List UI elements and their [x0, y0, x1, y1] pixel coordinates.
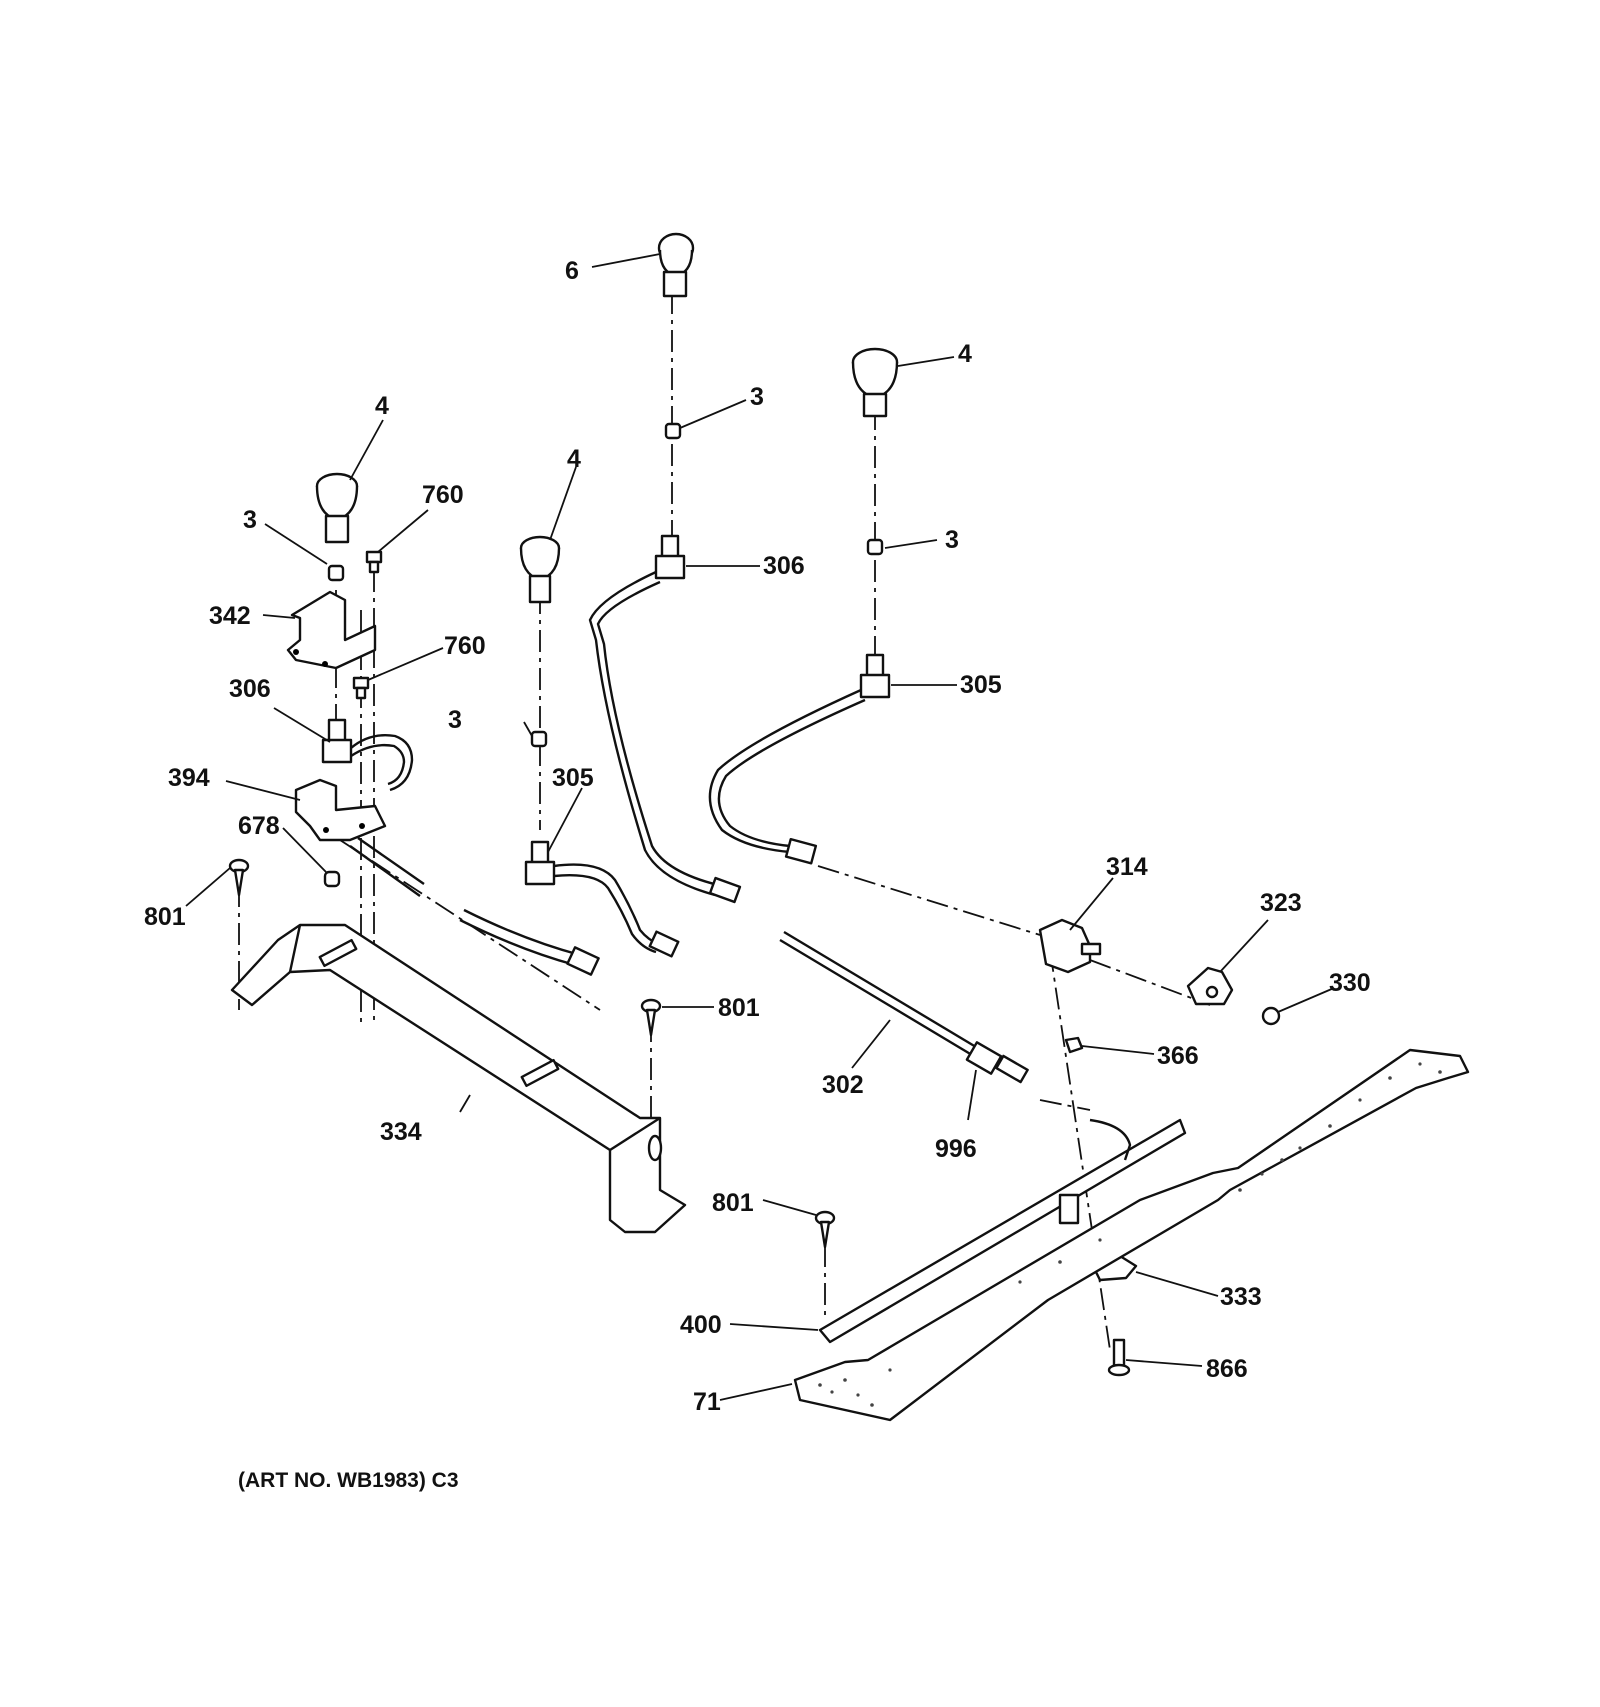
callout-342: 342 — [209, 602, 251, 630]
callout-760: 760 — [422, 481, 464, 509]
bracket-334 — [230, 923, 687, 1234]
callout-305: 305 — [552, 764, 594, 792]
callout-3: 3 — [945, 526, 959, 554]
tube-305-left — [524, 840, 680, 958]
screw-801-c — [814, 1210, 836, 1249]
screw-801-a — [228, 858, 250, 897]
callout-801: 801 — [144, 903, 186, 931]
callout-760: 760 — [444, 632, 486, 660]
callout-4: 4 — [375, 392, 389, 420]
callout-4: 4 — [567, 445, 581, 473]
callout-306: 306 — [763, 552, 805, 580]
callout-314: 314 — [1106, 853, 1148, 881]
tube-305-top — [708, 653, 891, 865]
screw-866 — [1107, 1338, 1131, 1377]
bracket-394 — [294, 778, 387, 842]
callout-3: 3 — [243, 506, 257, 534]
tube-306-left — [321, 718, 600, 976]
bracket-323 — [1186, 966, 1234, 1006]
screw-760-a — [365, 550, 383, 574]
tube-306-top — [588, 534, 742, 904]
valve-4-left — [315, 472, 359, 544]
callout-71: 71 — [693, 1388, 721, 1416]
orifice-3-a — [664, 422, 682, 440]
callout-3: 3 — [448, 706, 462, 734]
nut-678 — [323, 870, 341, 888]
bracket-342 — [286, 590, 377, 670]
callout-3: 3 — [750, 383, 764, 411]
screw-760-b — [352, 676, 370, 700]
callout-866: 866 — [1206, 1355, 1248, 1383]
callout-801: 801 — [712, 1189, 754, 1217]
clip-366 — [1064, 1036, 1084, 1054]
washer-330 — [1261, 1006, 1281, 1026]
callout-302: 302 — [822, 1071, 864, 1099]
screw-801-b — [640, 998, 662, 1037]
callout-4: 4 — [958, 340, 972, 368]
callout-6: 6 — [565, 257, 579, 285]
art-number-caption: (ART NO. WB1983) C3 — [238, 1469, 459, 1492]
valve-6 — [657, 232, 695, 298]
orifice-3-b — [866, 538, 884, 556]
callout-330: 330 — [1329, 969, 1371, 997]
callout-333: 333 — [1220, 1283, 1262, 1311]
regulator-314 — [1038, 918, 1102, 974]
heat-shield-71 — [793, 1048, 1470, 1422]
callout-400: 400 — [680, 1311, 722, 1339]
callout-labels: 6 3 4 4 4 3 3 3 760 760 342 306 306 305 … — [144, 257, 1371, 1416]
callout-334: 334 — [380, 1118, 422, 1146]
orifice-3-c — [530, 730, 548, 748]
callout-305: 305 — [960, 671, 1002, 699]
valve-4-center — [519, 535, 561, 604]
valve-4-right — [851, 347, 899, 418]
callout-323: 323 — [1260, 889, 1302, 917]
callout-306: 306 — [229, 675, 271, 703]
callout-366: 366 — [1157, 1042, 1199, 1070]
callout-996: 996 — [935, 1135, 977, 1163]
callout-801: 801 — [718, 994, 760, 1022]
callout-394: 394 — [168, 764, 210, 792]
callout-678: 678 — [238, 812, 280, 840]
tube-302 — [779, 930, 1029, 1084]
leader-lines — [185, 253, 1335, 1401]
burner-400 — [818, 1118, 1187, 1344]
orifice-3-d — [327, 564, 345, 582]
